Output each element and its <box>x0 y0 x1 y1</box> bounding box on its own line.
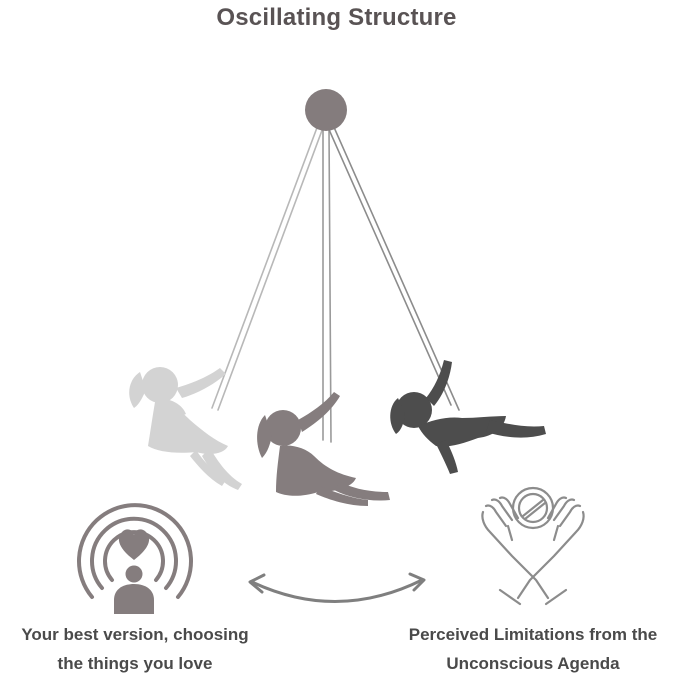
diagram-title: Oscillating Structure <box>216 4 457 31</box>
child-swinging-mid <box>257 392 390 506</box>
crossed-hands-prohibited-icon <box>481 486 585 606</box>
person-icon <box>114 565 154 614</box>
right-caption-line2: Unconscious Agenda <box>446 654 620 673</box>
pivot-circle <box>305 89 347 131</box>
right-caption: Perceived Limitations from the Unconscio… <box>388 620 673 678</box>
heart-person-target-icon <box>77 503 193 599</box>
left-caption: Your best version, choosing the things y… <box>0 620 280 678</box>
child-swinging-dark <box>390 360 546 474</box>
right-caption-line1: Perceived Limitations from the <box>408 625 658 644</box>
double-arrow-icon <box>248 572 426 603</box>
swing-ropes <box>211 124 460 443</box>
child-swinging-light <box>129 367 242 490</box>
heart-icon <box>118 529 150 560</box>
left-caption-line2: the things you love <box>57 654 213 673</box>
left-caption-line1: Your best version, choosing <box>21 625 249 644</box>
